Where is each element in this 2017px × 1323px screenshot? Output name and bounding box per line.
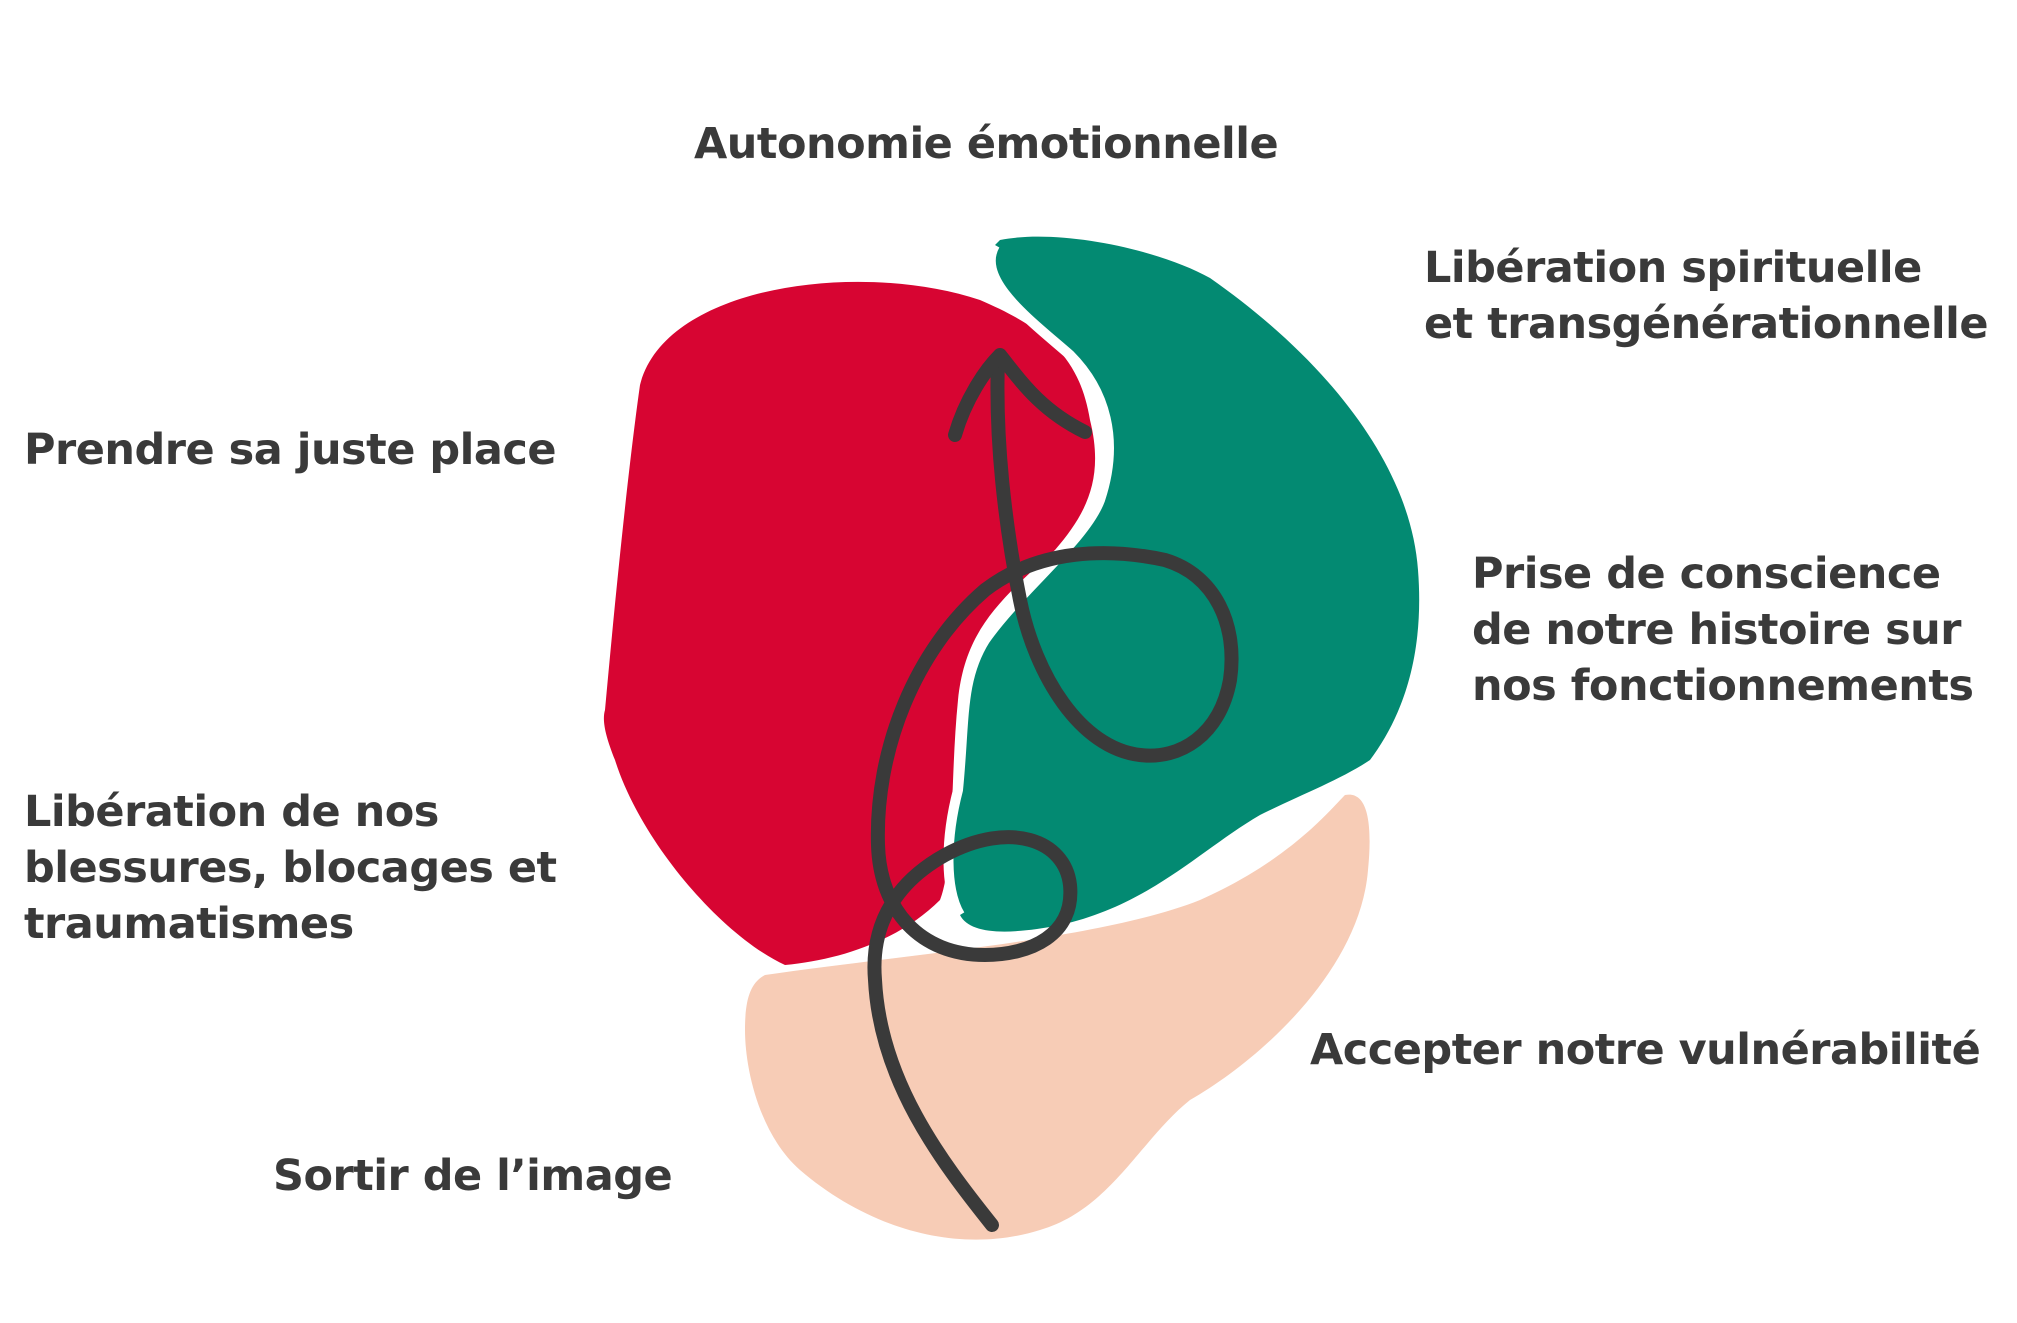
label-prendre-sa-juste-place: Prendre sa juste place	[24, 422, 557, 478]
green-blob	[948, 236, 1420, 932]
label-prise-de-conscience: Prise de conscience de notre histoire su…	[1472, 546, 1974, 714]
label-line: traumatismes	[24, 899, 354, 949]
label-liberation-spirituelle: Libération spirituelle et transgénératio…	[1424, 240, 1988, 352]
red-blob	[603, 281, 1096, 965]
label-accepter-vulnerabilite: Accepter notre vulnérabilité	[1310, 1022, 1981, 1078]
label-line: Prise de conscience	[1472, 549, 1941, 599]
label-line: Libération spirituelle	[1424, 243, 1922, 293]
peach-blob	[745, 794, 1370, 1240]
label-line: Autonomie émotionnelle	[694, 119, 1279, 169]
label-line: Accepter notre vulnérabilité	[1310, 1025, 1981, 1075]
label-line: blessures, blocages et	[24, 843, 557, 893]
arrow-head	[948, 348, 1092, 442]
label-line: nos fonctionnements	[1472, 661, 1974, 711]
growth-arrow-path	[867, 353, 1239, 1232]
label-line: Prendre sa juste place	[24, 425, 557, 475]
label-line: Sortir de l’image	[273, 1151, 673, 1201]
label-liberation-blessures: Libération de nos blessures, blocages et…	[24, 784, 557, 952]
label-sortir-de-limage: Sortir de l’image	[273, 1148, 673, 1204]
label-line: Libération de nos	[24, 787, 439, 837]
label-autonomie-emotionnelle: Autonomie émotionnelle	[694, 116, 1279, 172]
label-line: et transgénérationnelle	[1424, 299, 1988, 349]
label-line: de notre histoire sur	[1472, 605, 1961, 655]
